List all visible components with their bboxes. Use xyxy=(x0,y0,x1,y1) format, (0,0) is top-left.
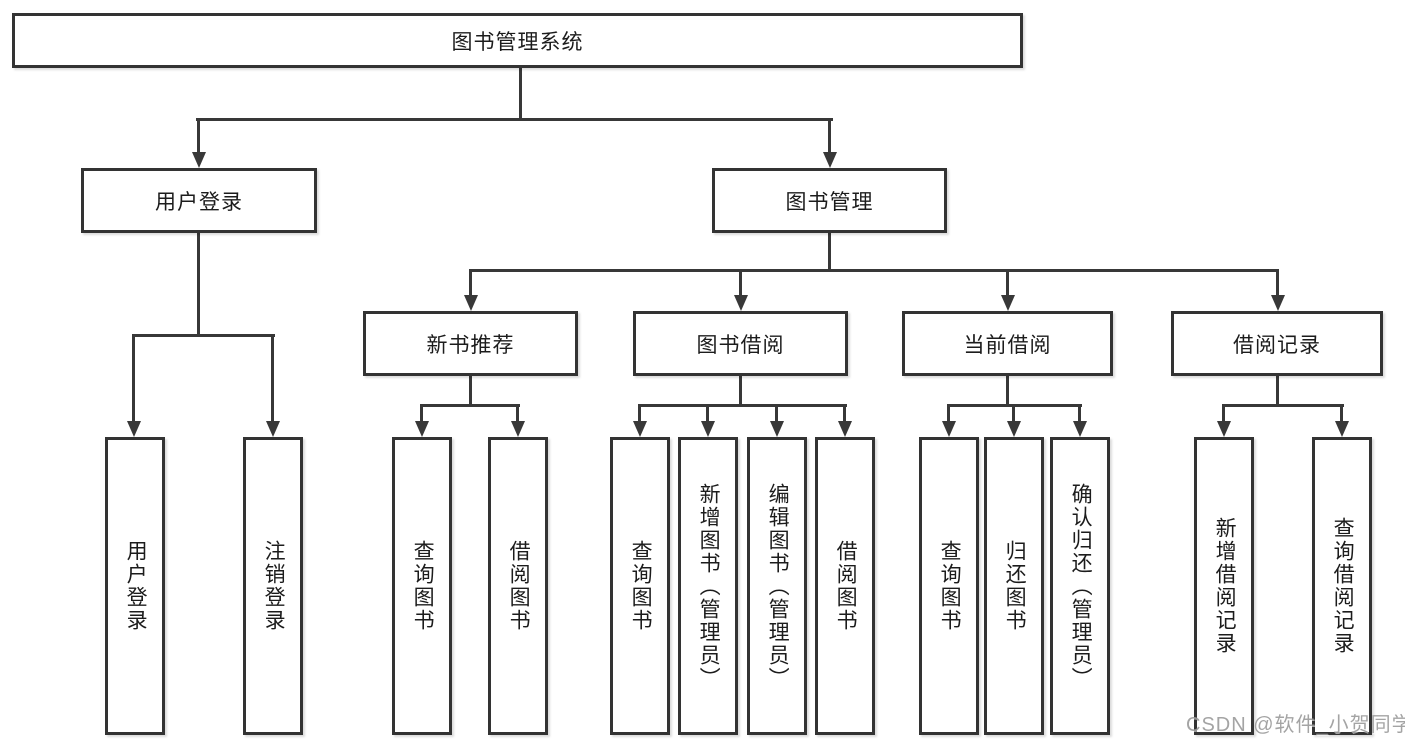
leaf-borrow-books-recommend: 借阅图书 xyxy=(488,437,548,735)
leaf-add-books-admin: 新增图书（管理员） xyxy=(678,437,738,735)
arrow-down-icon xyxy=(464,295,478,311)
arrow-down-icon xyxy=(823,152,837,168)
leaf-add-borrow-record: 新增借阅记录 xyxy=(1194,437,1254,735)
node-label: 用户登录 xyxy=(155,190,243,214)
node-label: 借阅图书 xyxy=(507,540,531,632)
node-book-management: 图书管理 xyxy=(712,168,947,233)
leaf-query-borrow-record: 查询借阅记录 xyxy=(1312,437,1372,735)
arrow-down-icon xyxy=(1007,421,1021,437)
arrow-down-icon xyxy=(770,421,784,437)
connector-user-trunk xyxy=(197,233,200,336)
connector-drop-book-mgmt xyxy=(828,118,831,152)
connector-drop-current xyxy=(1006,269,1009,295)
connector-root-trunk xyxy=(519,68,522,120)
node-label: 新书推荐 xyxy=(426,333,515,357)
connector-drop-leaf xyxy=(420,404,423,421)
arrow-down-icon xyxy=(1335,421,1349,437)
csdn-watermark: CSDN @软件_小贺同学 xyxy=(1186,714,1405,736)
node-label: 查询借阅记录 xyxy=(1331,517,1355,655)
arrow-down-icon xyxy=(415,421,429,437)
leaf-query-books-recommend: 查询图书 xyxy=(392,437,452,735)
connector-newbook-trunk xyxy=(469,376,472,406)
node-label: 借阅图书 xyxy=(834,540,858,632)
connector-borrow-bar xyxy=(638,404,847,407)
arrow-down-icon xyxy=(127,421,141,437)
node-borrowing-records: 借阅记录 xyxy=(1171,311,1383,376)
arrow-down-icon xyxy=(192,152,206,168)
node-label: 查询图书 xyxy=(938,540,962,632)
arrow-down-icon xyxy=(633,421,647,437)
leaf-confirm-return-admin: 确认归还（管理员） xyxy=(1050,437,1110,735)
connector-records-trunk xyxy=(1276,376,1279,406)
connector-drop-leaf xyxy=(1340,404,1343,421)
node-label: 注销登录 xyxy=(262,540,286,632)
node-label: 查询图书 xyxy=(629,540,653,632)
node-current-borrowing: 当前借阅 xyxy=(902,311,1113,376)
leaf-edit-books-admin: 编辑图书（管理员） xyxy=(747,437,807,735)
connector-drop-borrow xyxy=(739,269,742,295)
leaf-logout: 注销登录 xyxy=(243,437,303,735)
arrow-down-icon xyxy=(701,421,715,437)
node-label: 新增借阅记录 xyxy=(1213,517,1237,655)
connector-drop-newbook xyxy=(469,269,472,295)
connector-drop-leaf xyxy=(947,404,950,421)
node-label: 用户登录 xyxy=(124,540,148,632)
node-label: 借阅记录 xyxy=(1233,333,1321,357)
connector-drop-leaf xyxy=(1078,404,1081,421)
connector-drop-leaf xyxy=(132,334,135,421)
leaf-user-login: 用户登录 xyxy=(105,437,165,735)
connector-drop-leaf xyxy=(638,404,641,421)
connector-drop-leaf xyxy=(516,404,519,421)
connector-drop-leaf xyxy=(843,404,846,421)
connector-current-trunk xyxy=(1006,376,1009,406)
connector-newbook-bar xyxy=(420,404,520,407)
node-label: 图书借阅 xyxy=(696,333,785,357)
connector-drop-leaf xyxy=(271,334,274,421)
leaf-borrow-books: 借阅图书 xyxy=(815,437,875,735)
node-library-system: 图书管理系统 xyxy=(12,13,1023,68)
connector-drop-leaf xyxy=(1012,404,1015,421)
node-label: 新增图书（管理员） xyxy=(697,482,721,690)
arrow-down-icon xyxy=(1271,295,1285,311)
node-label: 图书管理系统 xyxy=(451,30,584,54)
connector-drop-records xyxy=(1276,269,1279,295)
node-label: 编辑图书（管理员） xyxy=(766,482,790,690)
leaf-query-books-current: 查询图书 xyxy=(919,437,979,735)
connector-mgmt-trunk xyxy=(828,233,831,271)
connector-borrow-trunk xyxy=(739,376,742,406)
connector-drop-leaf xyxy=(706,404,709,421)
arrow-down-icon xyxy=(266,421,280,437)
node-label: 当前借阅 xyxy=(963,333,1052,357)
node-label: 确认归还（管理员） xyxy=(1069,482,1093,690)
leaf-query-books-borrowing: 查询图书 xyxy=(610,437,670,735)
arrow-down-icon xyxy=(511,421,525,437)
node-book-borrowing: 图书借阅 xyxy=(633,311,848,376)
arrow-down-icon xyxy=(1217,421,1231,437)
arrow-down-icon xyxy=(942,421,956,437)
connector-drop-user-login xyxy=(197,118,200,152)
connector-level3-bar xyxy=(469,269,1279,272)
node-user-login: 用户登录 xyxy=(81,168,317,233)
connector-drop-leaf xyxy=(775,404,778,421)
node-label: 图书管理 xyxy=(785,190,874,214)
connector-level2-bar xyxy=(196,118,833,121)
connector-records-bar xyxy=(1222,404,1344,407)
arrow-down-icon xyxy=(1001,295,1015,311)
arrow-down-icon xyxy=(1073,421,1087,437)
node-label: 查询图书 xyxy=(411,540,435,632)
leaf-return-books: 归还图书 xyxy=(984,437,1044,735)
connector-user-bar xyxy=(132,334,275,337)
connector-drop-leaf xyxy=(1222,404,1225,421)
arrow-down-icon xyxy=(838,421,852,437)
node-label: 归还图书 xyxy=(1003,540,1027,632)
arrow-down-icon xyxy=(734,295,748,311)
node-new-book-recommend: 新书推荐 xyxy=(363,311,578,376)
